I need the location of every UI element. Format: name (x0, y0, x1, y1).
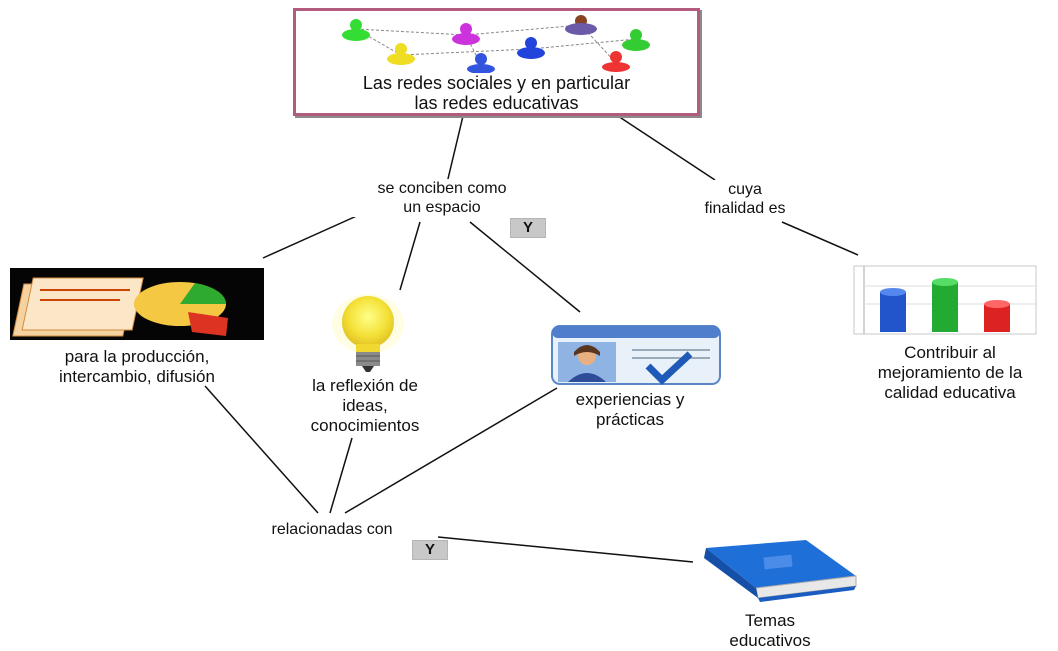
connector-concept-to-experiences (469, 221, 581, 313)
node-topics-line1: Temas (744, 611, 796, 630)
node-contribute-label[interactable]: Contribuir al mejoramiento de la calidad… (850, 343, 1050, 403)
link-concept[interactable]: se conciben como un espacio (330, 179, 554, 217)
connector-root-to-concept (446, 115, 464, 184)
node-contribute-line2: mejoramiento de la (877, 363, 1023, 382)
node-reflection-line1: la reflexión de (312, 376, 418, 395)
and-badge-concept: Y (510, 218, 546, 238)
node-production-line1: para la producción, (64, 347, 210, 366)
profile-card-check-icon (551, 325, 721, 385)
node-experiences-line2: prácticas (595, 410, 665, 429)
node-reflection-line3: conocimientos (310, 416, 420, 435)
node-topics-line2: educativos (729, 631, 811, 650)
node-production-line2: intercambio, difusión (59, 367, 215, 386)
social-network-icon (342, 15, 650, 73)
bar-chart-icon (853, 265, 1037, 335)
connector-related-to-topics (437, 536, 694, 563)
root-label: Las redes sociales y en particular las r… (296, 73, 697, 113)
book-icon (704, 540, 857, 602)
connector-purpose-to-contribute (781, 221, 859, 256)
node-topics-label[interactable]: Temas educativos (690, 611, 850, 651)
connector-concept-to-production (262, 209, 371, 259)
node-contribute-line3: calidad educativa (884, 383, 1016, 402)
documents-pie-chart-icon (10, 268, 264, 340)
root-label-line1: Las redes sociales y en particular (362, 73, 631, 93)
connector-concept-to-reflection (399, 221, 421, 291)
link-concept-line2: un espacio (403, 199, 481, 216)
link-purpose-line1: cuya (728, 181, 762, 198)
root-label-line2: las redes educativas (414, 93, 579, 113)
connector-production-to-related (204, 385, 319, 514)
and-badge-related: Y (412, 540, 448, 560)
connector-experiences-to-related (344, 387, 558, 514)
node-contribute-line1: Contribuir al (904, 343, 996, 362)
link-concept-line1: se conciben como (377, 180, 507, 197)
light-bulb-icon (332, 294, 404, 372)
node-experiences-label[interactable]: experiencias y prácticas (540, 390, 720, 430)
link-related[interactable]: relacionadas con (226, 520, 438, 539)
connector-root-to-purpose (617, 115, 716, 181)
link-purpose-line2: finalidad es (704, 200, 786, 217)
node-reflection-label[interactable]: la reflexión de ideas, conocimientos (290, 376, 440, 436)
root-concept-box[interactable]: Las redes sociales y en particular las r… (293, 8, 700, 116)
node-production-label[interactable]: para la producción, intercambio, difusió… (10, 347, 264, 387)
node-reflection-line2: ideas, (342, 396, 388, 415)
connector-reflection-to-related (329, 437, 353, 514)
link-purpose[interactable]: cuya finalidad es (678, 180, 812, 218)
node-experiences-line1: experiencias y (575, 390, 685, 409)
